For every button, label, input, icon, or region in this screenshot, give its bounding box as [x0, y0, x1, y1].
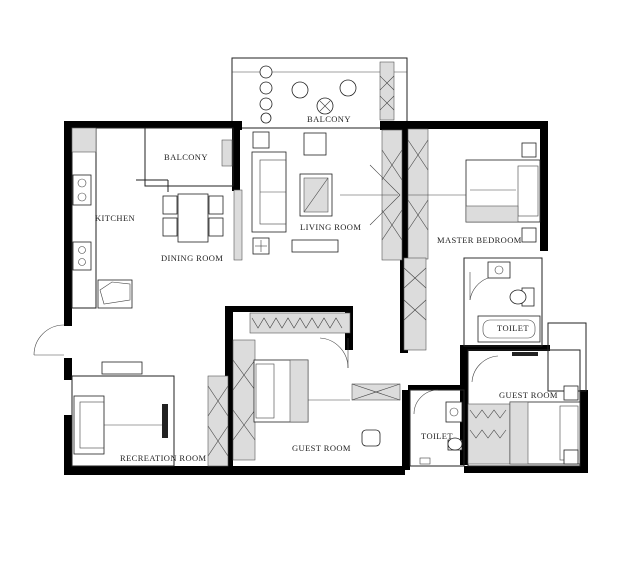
sofa-icon [73, 395, 105, 455]
master-toilet: TOILET [403, 257, 543, 351]
toilet-icon [509, 287, 535, 307]
plant-icon [259, 65, 273, 124]
door-swing-icon [319, 337, 349, 369]
wardrobe-icon [249, 312, 351, 334]
room-label-guest-room-center: GUEST ROOM [292, 443, 351, 453]
fridge-icon [97, 279, 133, 309]
living-room: LIVING ROOM [251, 129, 403, 261]
dining-room: DINING ROOM [161, 189, 243, 263]
stove-icon [72, 174, 92, 206]
balcony-top: BALCONY [231, 57, 408, 129]
plant-icon [379, 61, 395, 121]
balcony-small: BALCONY [136, 127, 234, 192]
room-label-balcony-top: BALCONY [307, 114, 351, 124]
room-label-recreation-room: RECREATION ROOM [120, 453, 207, 463]
sink-icon [487, 261, 511, 279]
room-label-dining-room: DINING ROOM [161, 253, 223, 263]
sink-icon [445, 401, 463, 423]
room-label-kitchen: KITCHEN [95, 213, 135, 223]
door-swing-icon [469, 272, 489, 301]
wardrobe-icon [403, 257, 427, 351]
table-icon [291, 79, 357, 115]
wardrobe-icon [467, 403, 511, 465]
door-swing-icon [413, 389, 439, 415]
bed-icon [253, 359, 309, 423]
room-label-master-bedroom: MASTER BEDROOM [437, 235, 522, 245]
toilet-icon [447, 437, 463, 451]
door-swing-icon [33, 324, 65, 356]
guest-room-center: GUEST ROOM [232, 312, 401, 461]
side-table-icon [252, 131, 270, 255]
desk-icon [351, 383, 401, 447]
bed-icon [465, 159, 541, 223]
dining-table-icon [162, 193, 224, 243]
coffee-table-icon [299, 173, 333, 217]
sink-icon [72, 241, 92, 271]
kitchen: KITCHEN [71, 127, 160, 309]
room-label-balcony-small: BALCONY [164, 152, 208, 162]
walls [64, 121, 588, 475]
room-label-living-room: LIVING ROOM [300, 222, 361, 232]
room-label-guest-room-right: GUEST ROOM [499, 390, 558, 400]
guest-room-right: GUEST ROOM [467, 322, 587, 467]
door-swing-icon [471, 355, 499, 383]
toilet-center: TOILET [409, 389, 465, 467]
recreation-room: RECREATION ROOM [33, 324, 229, 467]
bathtub-icon [477, 315, 541, 343]
sofa-icon [251, 151, 287, 233]
room-label-toilet-master: TOILET [497, 323, 529, 333]
master-bedroom: MASTER BEDROOM [407, 128, 541, 260]
room-label-toilet-center: TOILET [421, 431, 453, 441]
